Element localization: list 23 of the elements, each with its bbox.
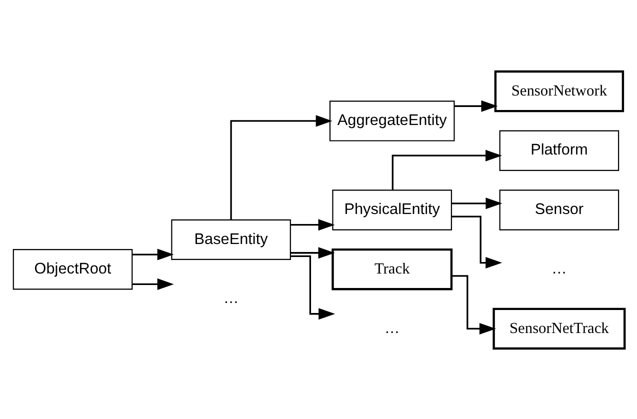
node-box: SensorNetTrack [492, 307, 626, 350]
node-box: SensorNetwork [494, 70, 624, 112]
arrow [451, 274, 496, 334]
arrow [132, 248, 174, 260]
arrow [290, 246, 334, 258]
arrow [230, 114, 332, 220]
node-text: … [551, 260, 566, 277]
arrow [290, 218, 334, 230]
arrow [391, 149, 502, 190]
arrow [450, 197, 502, 209]
node-box: AggregateEntity [328, 100, 454, 141]
arrow [132, 278, 174, 290]
node-text: … [384, 319, 400, 336]
node-box: Track [331, 248, 452, 290]
node-box: ObjectRoot [12, 248, 132, 290]
node-box: Sensor [498, 189, 619, 230]
node-box: Platform [498, 130, 619, 170]
node-box: PhysicalEntity [332, 189, 452, 230]
node-text: … [222, 290, 238, 307]
node-box: BaseEntity [170, 218, 290, 260]
arrow [451, 215, 502, 268]
arrow [290, 254, 335, 320]
arrow [454, 100, 498, 112]
